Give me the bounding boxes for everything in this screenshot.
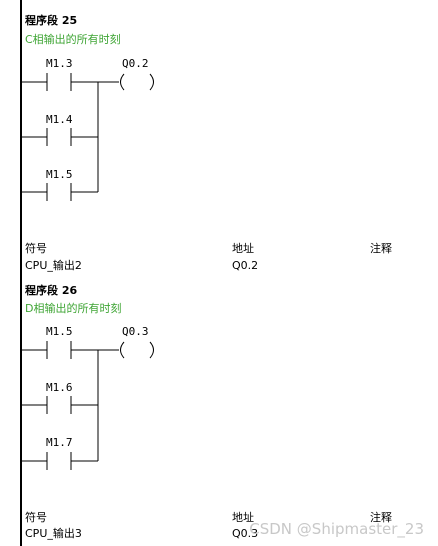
address-value: Q0.2 <box>232 259 259 272</box>
coil-q0-2-left <box>120 73 125 91</box>
network-25-title: 程序段 25 <box>25 14 78 27</box>
contact-label: M1.5 <box>46 325 73 338</box>
symbol-header: 符号 <box>25 242 47 255</box>
contact-label: M1.5 <box>46 168 73 181</box>
coil-label: Q0.2 <box>122 57 149 70</box>
comment-header: 注释 <box>370 242 392 255</box>
address-header: 地址 <box>232 511 254 524</box>
network-25-rungs <box>21 73 154 201</box>
symbol-header: 符号 <box>25 511 47 524</box>
network-26-comment: D相输出的所有时刻 <box>25 302 122 315</box>
coil-q0-2-right <box>149 73 154 91</box>
address-value: Q0.3 <box>232 527 259 540</box>
contact-label: M1.6 <box>46 381 73 394</box>
network-26-rungs <box>21 341 154 470</box>
symbol-value: CPU_输出3 <box>25 527 82 540</box>
comment-header: 注释 <box>370 511 392 524</box>
left-power-rail <box>20 0 22 546</box>
network-26-title: 程序段 26 <box>25 284 78 297</box>
address-header: 地址 <box>232 242 254 255</box>
coil-label: Q0.3 <box>122 325 149 338</box>
contact-label: M1.4 <box>46 113 73 126</box>
symbol-value: CPU_输出2 <box>25 259 82 272</box>
network-25-comment: C相输出的所有时刻 <box>25 33 121 46</box>
contact-label: M1.3 <box>46 57 73 70</box>
watermark: CSDN @Shipmaster_23 <box>249 520 424 538</box>
contact-label: M1.7 <box>46 436 73 449</box>
